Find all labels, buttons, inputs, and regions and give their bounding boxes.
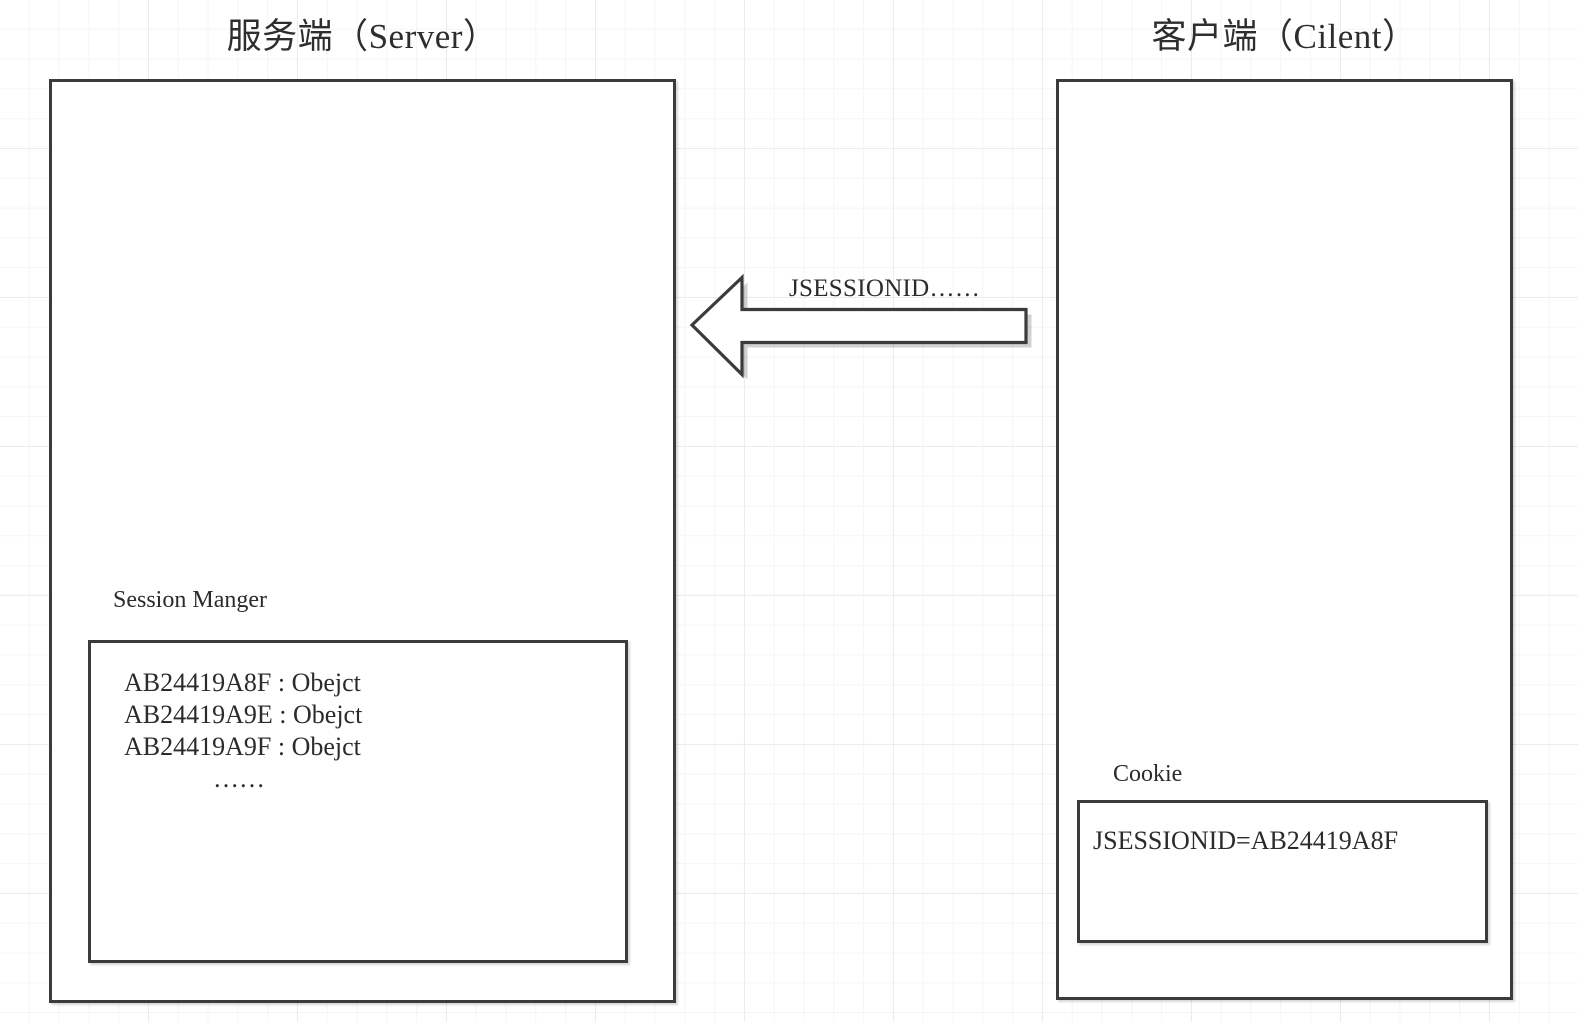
session-entries-ellipsis: ……: [213, 764, 265, 793]
session-entry-1: AB24419A9E : Obejct: [124, 700, 363, 729]
session-entry-2: AB24419A9F : Obejct: [124, 732, 361, 761]
client-title: 客户端（Cilent）: [1151, 17, 1418, 56]
session-manager-label: Session Manger: [113, 587, 267, 613]
cookie-label: Cookie: [1113, 761, 1183, 787]
session-entry-0: AB24419A8F : Obejct: [124, 668, 361, 697]
server-title: 服务端（Server）: [226, 17, 499, 56]
cookie-value: JSESSIONID=AB24419A8F: [1093, 826, 1399, 855]
session-manager-box: [88, 640, 628, 963]
cookie-box: [1077, 800, 1488, 943]
jsessionid-arrow: [689, 273, 1032, 380]
arrow-label: JSESSIONID……: [789, 275, 981, 302]
